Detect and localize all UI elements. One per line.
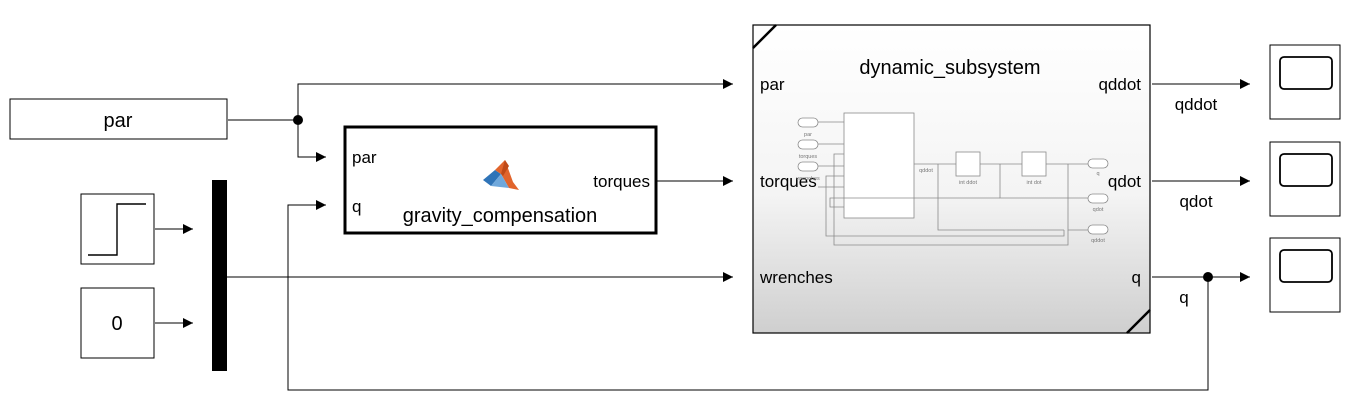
signal-label-qddot: qddot — [1175, 95, 1218, 114]
signal-lines — [155, 79, 1250, 391]
branch-junction-q — [1203, 272, 1213, 282]
dynamic-input-torques: torques — [760, 172, 817, 191]
constant-value: 0 — [111, 313, 122, 335]
line-q-feedback[interactable] — [287, 200, 1209, 391]
preview-label-int-dot: int dot — [1027, 180, 1042, 186]
scope-qdot[interactable] — [1269, 141, 1341, 217]
preview-int-ddot — [955, 151, 981, 177]
signal-label-qdot: qdot — [1179, 192, 1212, 211]
scope-q[interactable] — [1269, 237, 1341, 313]
scope-qddot[interactable] — [1269, 44, 1341, 120]
subsystem-preview — [797, 112, 1109, 246]
preview-port-par — [797, 117, 819, 128]
preview-label-torques: torques — [799, 154, 818, 160]
preview-out-qddot — [1087, 224, 1109, 235]
preview-out-q — [1087, 158, 1109, 169]
par-source-label: par — [104, 110, 133, 132]
subsystem-preview-labels: par torques wrenches qddot int ddot int … — [795, 132, 1105, 244]
preview-label-int-ddot: int ddot — [959, 180, 978, 186]
dynamic-subsystem-title: dynamic_subsystem — [859, 57, 1040, 79]
dynamic-output-qdot: qdot — [1108, 172, 1141, 191]
step-icon — [88, 203, 146, 256]
preview-out-qdot — [1087, 193, 1109, 204]
subsystem-corner-bottom-right — [1126, 309, 1151, 334]
line-par-to-gravity[interactable] — [297, 120, 326, 162]
gravity-input-par: par — [352, 148, 377, 167]
dynamic-subsystem-block[interactable]: dynamic_subsystem par torques wrenches q… — [752, 24, 1151, 334]
gravity-compensation-block[interactable]: par q torques gravity_compensation — [343, 125, 658, 235]
preview-label-qddot: qddot — [919, 168, 933, 174]
preview-label-wrenches: wrenches — [795, 176, 820, 182]
step-block[interactable] — [80, 193, 155, 265]
preview-port-wrenches — [797, 161, 819, 172]
signal-label-q: q — [1179, 288, 1188, 307]
scope-screen-icon — [1279, 249, 1333, 283]
dynamic-output-qddot: qddot — [1098, 75, 1141, 94]
par-source-block[interactable]: par — [9, 98, 228, 140]
gravity-title: gravity_compensation — [403, 205, 598, 227]
mux-block[interactable] — [212, 180, 227, 371]
line-par-to-dynamic[interactable] — [297, 79, 733, 120]
matlab-logo-icon — [483, 160, 519, 190]
preview-port-torques — [797, 139, 819, 150]
preview-int-dot — [1021, 151, 1047, 177]
gravity-input-q: q — [352, 197, 361, 216]
constant-block[interactable]: 0 — [80, 287, 155, 359]
dynamic-input-par: par — [760, 75, 785, 94]
scope-screen-icon — [1279, 56, 1333, 90]
scope-screen-icon — [1279, 153, 1333, 187]
branch-junction-par — [293, 115, 303, 125]
preview-label-out-qdot: qdot — [1093, 207, 1104, 213]
gravity-output-torques: torques — [593, 172, 650, 191]
dynamic-input-wrenches: wrenches — [759, 268, 833, 287]
subsystem-corner-top-left — [752, 24, 777, 49]
dynamic-output-q: q — [1132, 268, 1141, 287]
preview-label-out-q: q — [1096, 171, 1099, 177]
preview-main-block — [843, 112, 915, 219]
preview-label-out-qddot: qddot — [1091, 238, 1105, 244]
preview-label-par: par — [804, 132, 812, 138]
